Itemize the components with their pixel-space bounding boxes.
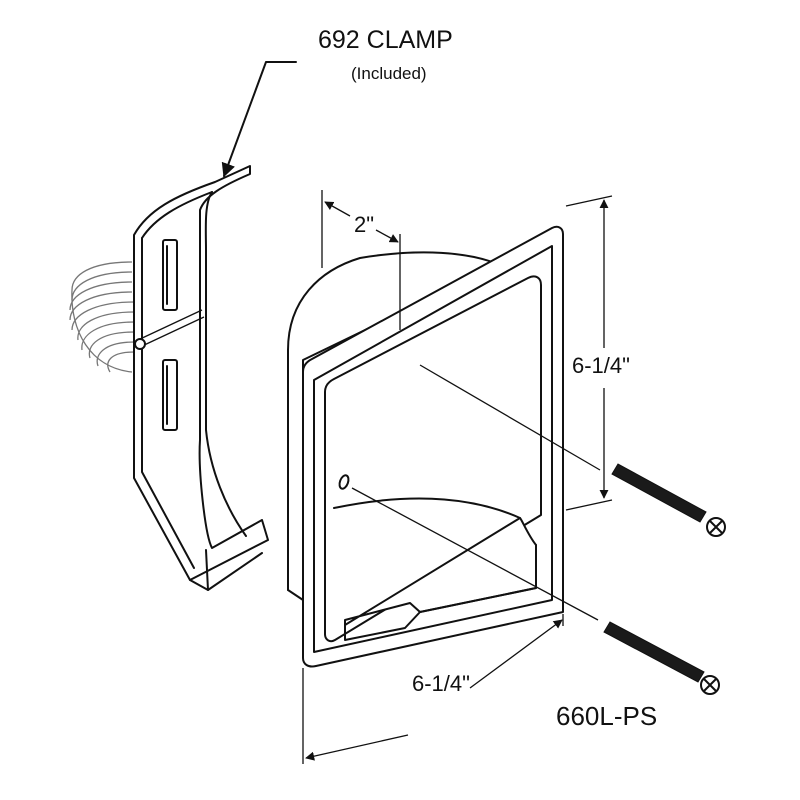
clamp-title: 692 CLAMP [318,26,453,54]
screw-centerline-lower [351,487,599,621]
recessed-holder [287,225,564,668]
width-arrow-left [305,734,409,761]
width-arrow-right [469,619,563,689]
model-number-label: 660L-PS [556,701,658,731]
mounting-screw-icon [611,463,726,537]
clamp-note: (Included) [351,64,427,83]
clamp-bracket [133,165,269,591]
height-extension-bottom [565,499,613,511]
depth-arrow-right [375,229,399,243]
depth-arrow-left [324,201,351,217]
width-dimension-label: 6-1/4" [412,671,470,696]
mounting-screw-icon [603,621,720,695]
clamp-leader-arrow [221,61,297,178]
screw-centerline-upper [419,364,601,471]
height-dimension-label: 6-1/4" [572,353,630,378]
height-extension-top [565,195,613,207]
depth-dimension-label: 2" [354,212,375,237]
clamp-spring-icon [69,261,135,373]
